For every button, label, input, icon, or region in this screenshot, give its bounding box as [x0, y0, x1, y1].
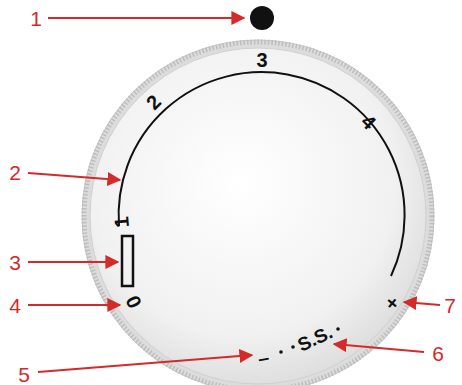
scale-dot	[279, 350, 283, 354]
callout-number: 3	[9, 252, 21, 273]
leader-arrow	[38, 355, 252, 372]
leader-arrow	[28, 173, 120, 180]
scale-dot	[291, 345, 295, 349]
callout-number: 1	[30, 8, 42, 29]
leader-arrow	[28, 304, 120, 306]
leader-arrow	[48, 17, 244, 19]
knob-rim	[82, 40, 434, 385]
callout-number: 5	[18, 364, 30, 385]
dial-mark: 3	[256, 50, 267, 70]
scale-dot	[336, 327, 340, 331]
callout-number: 6	[432, 343, 444, 364]
callout-number: 7	[444, 295, 456, 316]
dial-mark: 1	[112, 216, 133, 229]
knurled-edge	[84, 42, 432, 385]
knob-face	[90, 48, 426, 384]
leader-arrow	[404, 302, 440, 305]
bracket-symbol	[122, 236, 133, 286]
leader-arrow	[334, 344, 424, 352]
indicator-dot	[250, 6, 274, 30]
callout-number: 4	[9, 295, 21, 316]
leader-arrow	[28, 261, 118, 263]
scale-arc	[119, 72, 405, 276]
callout-number: 2	[9, 162, 21, 183]
